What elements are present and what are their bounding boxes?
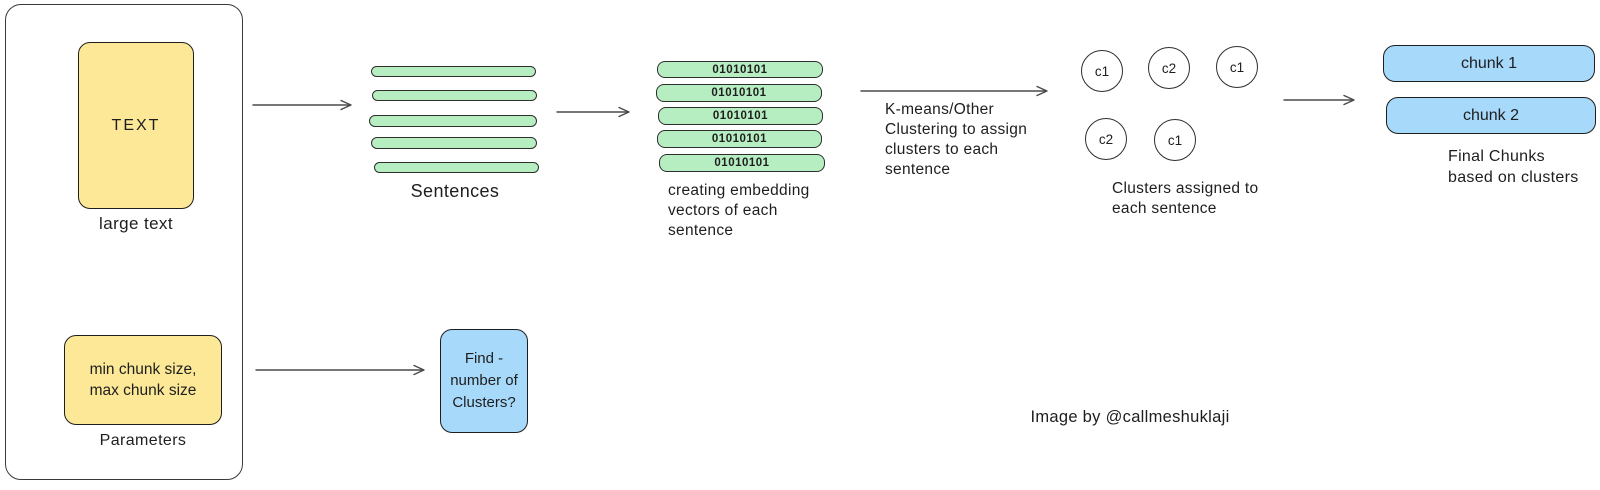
clusters-caption: Clusters assigned to each sentence: [1112, 180, 1259, 217]
cluster-circle: c1: [1216, 46, 1258, 88]
parameters-box-label: min chunk size, max chunk size: [89, 361, 197, 399]
input-panel: TEXT large text min chunk size, max chun…: [5, 4, 243, 480]
find-clusters-label: Find - number of Clusters?: [450, 350, 518, 411]
text-box: TEXT: [78, 42, 194, 209]
cluster-circle: c2: [1085, 118, 1127, 160]
chunk-box: chunk 1: [1383, 45, 1595, 82]
sentence-bar: [371, 137, 537, 149]
parameters-caption: Parameters: [99, 432, 187, 449]
embeddings-caption: creating embedding vectors of each sente…: [668, 182, 810, 239]
chunk-box: chunk 2: [1386, 97, 1596, 134]
arrow-kmeans-icon: [860, 85, 1048, 97]
cluster-circle: c1: [1154, 119, 1196, 161]
embedding-bar: 01010101: [657, 61, 823, 78]
embedding-bar: 01010101: [659, 154, 825, 172]
cluster-circle: c2: [1148, 47, 1190, 89]
credit-text: Image by @callmeshuklaji: [1030, 408, 1230, 426]
sentence-bar: [374, 162, 539, 173]
chunks-caption: Final Chunks based on clusters: [1448, 148, 1579, 186]
text-box-label: TEXT: [111, 116, 161, 134]
embedding-bar: 01010101: [656, 84, 822, 102]
arrow-clusters-to-chunks-icon: [1283, 94, 1355, 106]
find-clusters-box: Find - number of Clusters?: [440, 329, 528, 433]
sentence-bar: [372, 90, 537, 101]
arrow-params-to-find-icon: [255, 364, 425, 376]
embedding-bar: 01010101: [658, 107, 823, 125]
kmeans-note: K-means/Other Clustering to assign clust…: [885, 101, 1028, 178]
arrow-sentences-to-embeddings-icon: [556, 106, 630, 118]
sentence-bar: [371, 66, 536, 77]
arrow-text-to-sentences-icon: [252, 99, 352, 111]
embedding-bar: 01010101: [657, 130, 822, 148]
sentences-caption: Sentences: [410, 181, 500, 201]
parameters-box: min chunk size, max chunk size: [64, 335, 222, 425]
cluster-circle: c1: [1081, 50, 1123, 92]
text-box-caption: large text: [99, 214, 173, 233]
sentence-bar: [369, 115, 537, 127]
